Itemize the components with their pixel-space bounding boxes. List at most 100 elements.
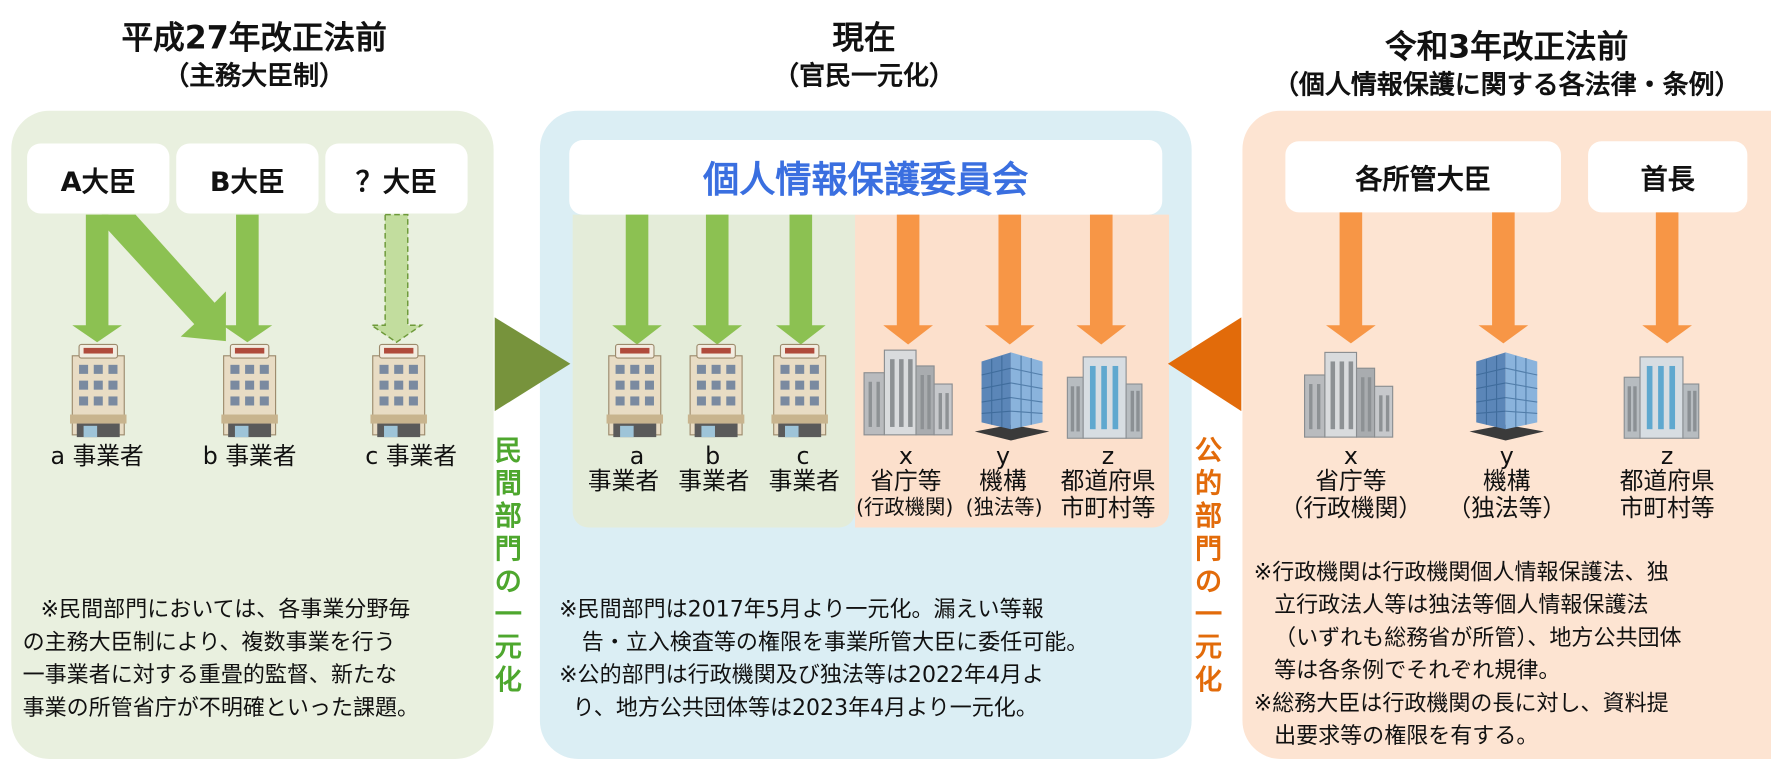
left-note-line: の主務大臣制により、複数事業を行う <box>22 629 396 656</box>
public-unification-label: 公 的 部 門 の 一 元 化 <box>1192 435 1226 697</box>
commission-box: 個人情報保護委員会 <box>569 140 1163 215</box>
center-public-y-line2: (独法等) <box>965 495 1043 520</box>
right-z-line2: 市町村等 <box>1619 494 1715 522</box>
right-y-line1: 機構 <box>1483 467 1531 495</box>
left-note-line: ※民間部門においては、各事業分野毎 <box>40 596 411 623</box>
center-private-c-letter: c <box>796 442 810 470</box>
ministers-label: 各所管大臣 <box>1355 163 1491 196</box>
public-unification-char: の <box>1195 565 1223 598</box>
private-unification-char: 元 <box>494 631 522 664</box>
right-x-line2: （行政機関） <box>1279 494 1423 522</box>
governor-label: 首長 <box>1640 163 1695 196</box>
right-note-line: 等は各条例でそれぞれ規律。 <box>1274 657 1561 684</box>
public-unification-char: 公 <box>1195 434 1223 467</box>
business-b-label: b 事業者 <box>202 442 297 470</box>
public-unification-char: 化 <box>1195 664 1223 696</box>
private-unification-char: 門 <box>494 533 522 565</box>
business-c-label: c 事業者 <box>365 442 458 470</box>
center-subtitle: （官民一元化） <box>773 62 955 92</box>
arrow-public-z <box>1076 214 1127 345</box>
right-note: ※行政機関は行政機関個人情報保護法、独 立行政法人等は独法等個人情報保護法 （い… <box>1254 556 1768 753</box>
arrow-public-y <box>984 214 1035 345</box>
private-unification-char: 部 <box>494 500 522 532</box>
business-c-building-icon <box>369 343 428 438</box>
center-public-x-line2: (行政機関) <box>856 495 954 520</box>
arrow-a-diagonal <box>101 214 226 342</box>
arrow-a-down <box>72 214 122 343</box>
private-unification-char: 民 <box>494 434 522 467</box>
center-public-y-line1: 機構 <box>979 467 1027 495</box>
center-public-z-line1: 都道府県 <box>1060 467 1156 495</box>
center-government-building-icon <box>863 349 953 436</box>
public-unification-char: 的 <box>1195 467 1223 500</box>
right-note-line: （いずれも総務省が所管）、地方公共団体 <box>1274 624 1682 651</box>
private-unification-char: 化 <box>494 664 522 696</box>
arrow-b-down <box>222 214 273 343</box>
center-private-b-letter: b <box>705 442 721 470</box>
minister-a-label: A大臣 <box>60 165 136 198</box>
private-unification-char: 一 <box>494 598 522 631</box>
right-note-line: ※行政機関は行政機関個人情報保護法、独 <box>1253 559 1669 586</box>
arrow-right-x <box>1326 212 1376 344</box>
center-public-z-letter: z <box>1101 442 1115 470</box>
public-unification-char: 門 <box>1195 533 1223 565</box>
center-public-x-line1: 省庁等 <box>870 467 942 495</box>
right-x-line1: 省庁等 <box>1315 467 1387 495</box>
right-note-line: 出要求等の権限を有する。 <box>1274 722 1539 749</box>
center-private-a-name: 事業者 <box>587 467 660 495</box>
public-unification-char: 元 <box>1195 631 1223 664</box>
business-b-building-icon <box>220 343 279 438</box>
center-public-z-line2: 市町村等 <box>1060 494 1156 522</box>
right-subtitle: （個人情報保護に関する各法律・条例） <box>1272 71 1741 101</box>
commission-label: 個人情報保護委員会 <box>703 158 1029 202</box>
minister-b-label: B大臣 <box>209 165 285 198</box>
minister-unknown-box: ？大臣 <box>325 143 468 214</box>
private-unification-label: 民 間 部 門 の 一 元 化 <box>491 435 525 697</box>
right-note-line: ※総務大臣は行政機関の長に対し、資料提 <box>1253 690 1669 717</box>
ministers-box: 各所管大臣 <box>1285 141 1561 213</box>
center-private-c-name: 事業者 <box>768 467 840 495</box>
right-z-line1: 都道府県 <box>1619 467 1715 495</box>
center-private-b-name: 事業者 <box>678 467 750 495</box>
business-a-building-icon <box>69 343 128 438</box>
arrow-private-b <box>692 214 743 345</box>
center-business-b-icon <box>687 343 745 438</box>
public-unification-triangle <box>1167 317 1242 412</box>
private-unification-triangle <box>494 317 571 412</box>
arrow-right-y <box>1478 212 1529 344</box>
right-agency-building-icon <box>1468 351 1545 442</box>
minister-a-box: A大臣 <box>27 143 170 214</box>
left-note-line: 事業の所管省庁が不明確といった課題。 <box>22 694 420 721</box>
center-private-a-letter: a <box>629 442 645 470</box>
right-z-letter: z <box>1660 442 1674 470</box>
arrow-right-z <box>1642 212 1692 344</box>
public-unification-char: 一 <box>1195 598 1223 631</box>
right-note-line: 立行政法人等は独法等個人情報保護法 <box>1274 591 1649 618</box>
right-x-letter: x <box>1343 442 1358 470</box>
center-note-line: り、地方公共団体等は2023年4月より一元化。 <box>572 694 1038 721</box>
center-note-line: ※公的部門は行政機関及び独法等は2022年4月よ <box>559 661 1045 688</box>
business-a-label: a 事業者 <box>50 442 144 470</box>
left-title: 平成27年改正法前 <box>121 19 387 57</box>
center-note-line: 告・立入検査等の権限を事業所管大臣に委任可能。 <box>581 629 1089 656</box>
left-note: ※民間部門においては、各事業分野毎 の主務大臣制により、複数事業を行う 一事業者… <box>23 593 497 724</box>
center-title: 現在 <box>832 19 896 57</box>
governor-box: 首長 <box>1588 141 1748 213</box>
minister-b-box: B大臣 <box>176 143 319 214</box>
center-business-c-icon <box>770 343 829 438</box>
left-note-line: 一事業者に対する重畳的監督、新たな <box>22 661 398 688</box>
center-note: ※民間部門は2017年5月より一元化。漏えい等報 告・立入検査等の権限を事業所管… <box>559 593 1180 724</box>
minister-unknown-label: ？大臣 <box>355 165 438 198</box>
center-business-a-icon <box>605 343 664 438</box>
private-unification-char: の <box>494 565 522 598</box>
arrow-public-x <box>883 214 933 345</box>
center-agency-building-icon <box>974 351 1050 442</box>
right-local-government-icon <box>1623 356 1700 439</box>
private-unification-char: 間 <box>494 467 522 500</box>
arrow-private-a <box>612 214 662 345</box>
center-local-government-icon <box>1066 356 1143 439</box>
left-subtitle: （主務大臣制） <box>163 62 346 92</box>
center-note-line: ※民間部門は2017年5月より一元化。漏えい等報 <box>559 596 1044 623</box>
right-y-letter: y <box>1499 442 1514 470</box>
right-title: 令和3年改正法前 <box>1385 28 1629 66</box>
